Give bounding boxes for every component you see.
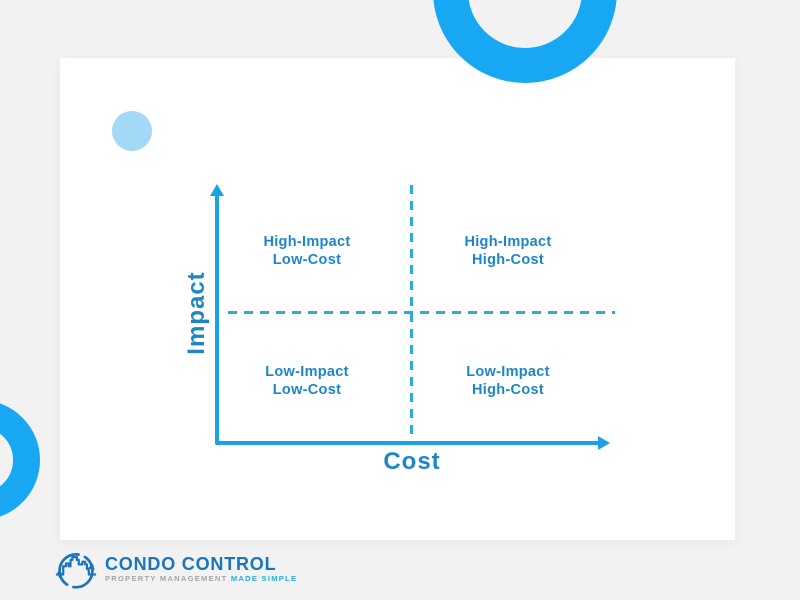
x-axis-arrow-icon [598, 436, 610, 450]
canvas-card [60, 58, 735, 540]
brand-footer: CONDO CONTROL PROPERTY MANAGEMENT MADE S… [54, 548, 297, 590]
quadrant-label-line: Low-Cost [272, 252, 342, 268]
quadrant-label-line: High-Cost [472, 382, 544, 398]
y-axis-arrow-icon [210, 184, 224, 196]
horizontal-dashed-divider [228, 311, 615, 314]
city-skyline-circular-arrows-icon [55, 553, 97, 589]
brand-text-block: CONDO CONTROL PROPERTY MANAGEMENT MADE S… [105, 554, 297, 584]
quadrant-label-high-impact-high-cost: High-Impact High-Cost [428, 233, 588, 269]
tagline-gray: PROPERTY MANAGEMENT [105, 574, 228, 583]
y-axis-line [215, 195, 219, 445]
quadrant-label-line: Low-Cost [272, 382, 342, 398]
tagline-blue: MADE SIMPLE [230, 574, 298, 583]
decorative-dot [112, 111, 152, 151]
quadrant-label-low-impact-high-cost: Low-Impact High-Cost [428, 363, 588, 399]
quadrant-label-low-impact-low-cost: Low-Impact Low-Cost [227, 363, 387, 399]
quadrant-label-line: High-Impact [464, 234, 552, 250]
arrow-head [57, 571, 65, 579]
x-axis-label: Cost [383, 448, 441, 475]
y-axis-label: Impact [183, 271, 210, 355]
brand-name: CONDO CONTROL [105, 554, 277, 574]
quadrant-label-line: High-Cost [472, 252, 544, 268]
quadrant-label-high-impact-low-cost: High-Impact Low-Cost [227, 233, 387, 269]
quadrant-label-line: Low-Impact [466, 364, 550, 380]
x-axis-line [215, 441, 600, 445]
brand-tagline: PROPERTY MANAGEMENT MADE SIMPLE [105, 574, 297, 584]
quadrant-label-line: Low-Impact [265, 364, 349, 380]
quadrant-label-line: High-Impact [263, 234, 351, 250]
arrow-head [87, 563, 95, 570]
